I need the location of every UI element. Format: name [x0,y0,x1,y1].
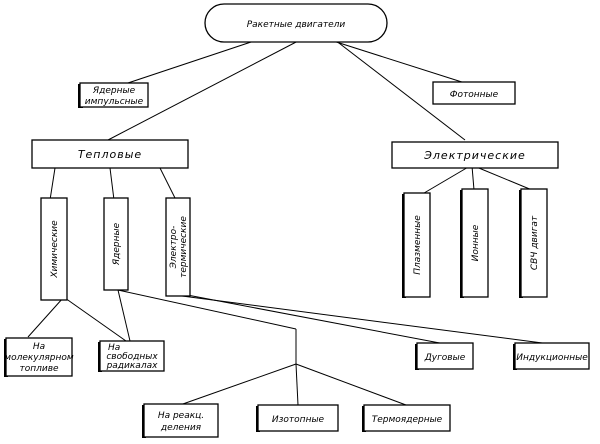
connectors [27,38,551,406]
free-radicals-label-3: радикалах [106,361,159,371]
ion-node: Ионные [460,188,489,298]
chemical-node: Химические [40,197,68,301]
microwave-label: СВЧ двигат [530,215,540,270]
nuclear-node: Ядерные [103,197,129,291]
fission-label-1: На реакц. [158,411,204,421]
isotope-label: Изотопные [272,415,325,425]
chemical-label: Химические [50,220,60,279]
arc-label: Дуговые [424,353,466,363]
isotope-node: Изотопные [256,404,339,432]
electrothermal-label-2: термические [179,216,189,278]
thermonuclear-label: Термоядерные [372,415,443,425]
electrothermal-label-1: Электро- [169,226,179,270]
molecular-fuel-label-1: На [33,342,45,352]
root-label: Ракетные двигатели [247,20,346,30]
molecular-fuel-label-2: молекулярном [4,353,74,363]
nuclear-impulse-node: Ядерные импульсные [78,82,149,108]
thermonuclear-node: Термоядерные [362,404,451,432]
electric-node: Электрические [391,141,559,169]
root-node: Ракетные двигатели [204,3,388,43]
microwave-node: СВЧ двигат [519,188,548,298]
plasma-label: Плазменные [413,215,423,275]
fission-node: На реакц. деления [142,403,219,438]
thermal-node: Тепловые [31,139,189,169]
molecular-fuel-node: На молекулярном топливе [4,337,74,377]
arc-node: Дуговые [415,342,474,370]
molecular-fuel-label-3: топливе [19,364,59,374]
free-radicals-node: На свободных радикалах [98,340,165,372]
electric-label: Электрические [423,149,526,162]
plasma-node: Плазменные [402,192,431,298]
electrothermal-node: Электро- термические [165,197,191,297]
nuclear-impulse-label-2: импульсные [85,97,144,107]
free-radicals-label-2: свободных [106,352,158,362]
ion-label: Ионные [471,224,481,261]
thermal-label: Тепловые [78,148,142,161]
induction-label: Индукционные [516,353,588,363]
induction-node: Индукционные [513,342,590,370]
nuclear-label: Ядерные [112,222,122,266]
fission-label-2: деления [160,423,202,433]
photon-label: Фотонные [450,90,499,100]
photon-node: Фотонные [432,81,516,105]
nuclear-impulse-label-1: Ядерные [92,86,136,96]
free-radicals-label-1: На [108,343,120,353]
